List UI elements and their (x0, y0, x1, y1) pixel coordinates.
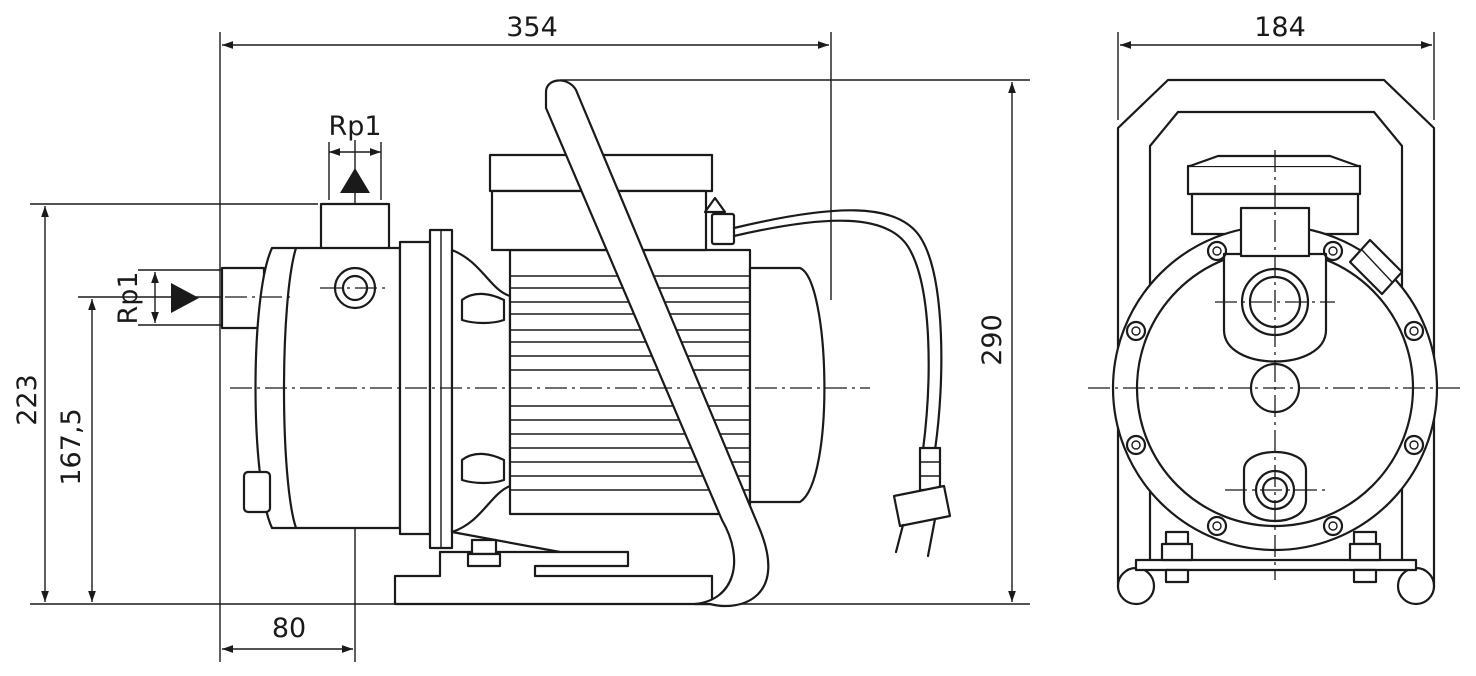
carrying-handle (544, 79, 770, 608)
discharge-flow-arrow (340, 168, 370, 193)
pump-base (393, 530, 714, 606)
pump-housing (220, 202, 512, 550)
power-cable (732, 209, 952, 558)
height-167-label: 167,5 (56, 408, 87, 485)
mains-plug-icon (892, 484, 952, 528)
offset-80-label: 80 (272, 613, 306, 644)
suction-thread-label: Rp1 (113, 271, 144, 324)
front-view: 184 (1088, 12, 1462, 606)
width-label: 184 (1254, 12, 1306, 43)
discharge-thread-label: Rp1 (328, 111, 381, 142)
flange-bolts (1125, 240, 1425, 537)
side-view: 354 290 223 167,5 80 Rp1 Rp1 (12, 12, 1030, 662)
front-terminal-box (1186, 164, 1362, 196)
overall-length-label: 354 (506, 12, 558, 43)
height-223-label: 223 (12, 374, 43, 426)
front-frame (1116, 78, 1436, 606)
suction-flow-arrow (171, 283, 199, 313)
overall-height-label: 290 (977, 314, 1008, 366)
